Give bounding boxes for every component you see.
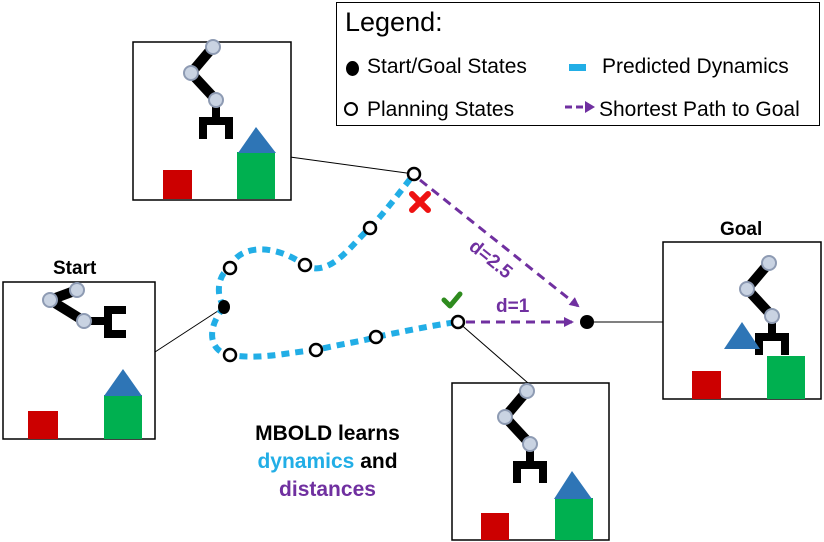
purple-arrow-icon <box>565 101 595 113</box>
caption: MBOLD learns dynamics and distances <box>220 420 435 504</box>
caption-and-word: and <box>360 450 398 473</box>
legend-title: Legend: <box>345 7 443 37</box>
open-circle-icon <box>344 102 358 116</box>
state-thumbnail-goal <box>662 241 822 400</box>
legend-shortest-path-label: Shortest Path to Goal <box>599 98 800 121</box>
caption-distances-word: distances <box>279 478 376 501</box>
green-check-icon <box>441 291 463 309</box>
caption-dynamics-word: dynamics <box>257 450 355 473</box>
planning-state <box>362 220 378 236</box>
caption-line-1: MBOLD learns <box>255 422 400 445</box>
start-state <box>218 300 230 314</box>
filled-dot-icon <box>346 61 359 76</box>
start-label: Start <box>53 258 97 279</box>
goal-label: Goal <box>720 219 763 240</box>
legend-start-goal-label: Start/Goal States <box>367 55 527 78</box>
planning-state <box>450 314 466 330</box>
legend-box: Legend: Start/Goal States Predicted Dyna… <box>336 2 820 126</box>
planning-state <box>308 342 324 358</box>
distance-label-lower: d=1 <box>496 296 530 317</box>
legend-predicted-dynamics-label: Predicted Dynamics <box>602 55 789 78</box>
goal-state <box>580 315 594 329</box>
caption-line-2: dynamics and <box>220 448 435 476</box>
blue-dash-icon <box>569 64 586 71</box>
planning-state <box>406 166 422 182</box>
planning-state <box>222 347 238 363</box>
legend-planning-states-label: Planning States <box>367 98 515 121</box>
red-x-icon <box>409 191 431 213</box>
connector-bottom-panel <box>457 321 529 384</box>
state-thumbnail-top <box>132 40 292 201</box>
planning-state <box>297 257 313 273</box>
planning-state <box>222 260 238 276</box>
state-thumbnail-start <box>2 281 156 440</box>
planning-state <box>368 329 384 345</box>
shortest-path-arrow-upper <box>419 178 580 308</box>
state-thumbnail-bottom <box>451 383 610 541</box>
predicted-dynamics-lower <box>209 305 459 360</box>
connector-top-panel <box>289 156 415 175</box>
connector-start-panel <box>154 306 225 353</box>
